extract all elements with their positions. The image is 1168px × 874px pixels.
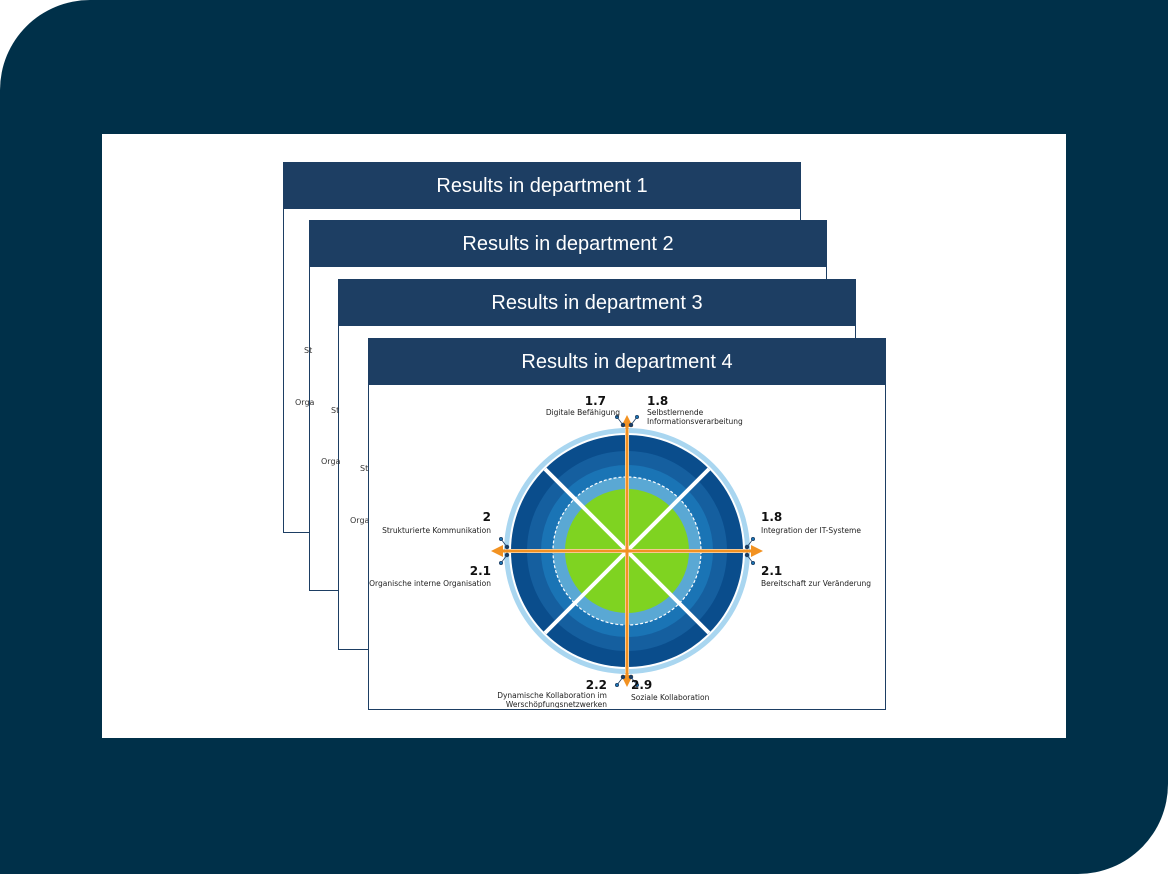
peek-label-c1-org: Orga xyxy=(295,398,315,407)
value-soziale-kollaboration: 2.9 xyxy=(631,678,652,692)
label-soziale-kollaboration: Soziale Kollaboration xyxy=(631,693,710,702)
value-integration-it: 1.8 xyxy=(761,510,782,524)
label-dynamische-kollaboration-1: Dynamische Kollaboration im xyxy=(497,691,607,700)
card-title-4: Results in department 4 xyxy=(521,350,733,373)
peek-label-c2-org: Orga xyxy=(321,457,341,466)
label-connectors xyxy=(498,414,755,687)
card-header-3: Results in department 3 xyxy=(339,280,855,326)
card-header-4: Results in department 4 xyxy=(369,339,885,385)
label-digitale-befaehigung: Digitale Befähigung xyxy=(546,408,620,417)
card-header-2: Results in department 2 xyxy=(310,221,826,267)
department-card-4: Results in department 4 xyxy=(368,338,886,710)
label-dynamische-kollaboration-2: Werschöpfungsnetzwerken xyxy=(506,700,607,708)
card-title-1: Results in department 1 xyxy=(436,174,648,197)
value-bereitschaft: 2.1 xyxy=(761,564,782,578)
value-strukturierte-kommunikation: 2 xyxy=(483,510,491,524)
peek-label-c3-left: St xyxy=(360,464,369,473)
value-organische-organisation: 2.1 xyxy=(470,564,491,578)
label-selbstlernende-2: Informationsverarbeitung xyxy=(647,417,743,426)
card-title-3: Results in department 3 xyxy=(491,291,703,314)
orange-axes xyxy=(491,415,763,687)
card-header-1: Results in department 1 xyxy=(284,163,800,209)
maturity-radar-chart: 1.7 Digitale Befähigung 1.8 Selbstlernen… xyxy=(369,394,871,708)
value-dynamische-kollaboration: 2.2 xyxy=(586,678,607,692)
label-organische-organisation: Organische interne Organisation xyxy=(369,579,491,588)
card-title-2: Results in department 2 xyxy=(462,232,674,255)
label-integration-it: Integration der IT-Systeme xyxy=(761,526,861,535)
slide-canvas: Results in department 1 Results in depar… xyxy=(102,134,1066,738)
peek-label-c3-org: Orga xyxy=(350,516,370,525)
peek-label-c2-left: St xyxy=(331,406,340,415)
label-strukturierte-kommunikation: Strukturierte Kommunikation xyxy=(382,526,491,535)
label-bereitschaft: Bereitschaft zur Veränderung xyxy=(761,579,871,588)
label-selbstlernende-1: Selbstlernende xyxy=(647,408,704,417)
value-selbstlernende: 1.8 xyxy=(647,394,668,408)
value-digitale-befaehigung: 1.7 xyxy=(585,394,606,408)
peek-label-c1-left: St xyxy=(304,346,313,355)
